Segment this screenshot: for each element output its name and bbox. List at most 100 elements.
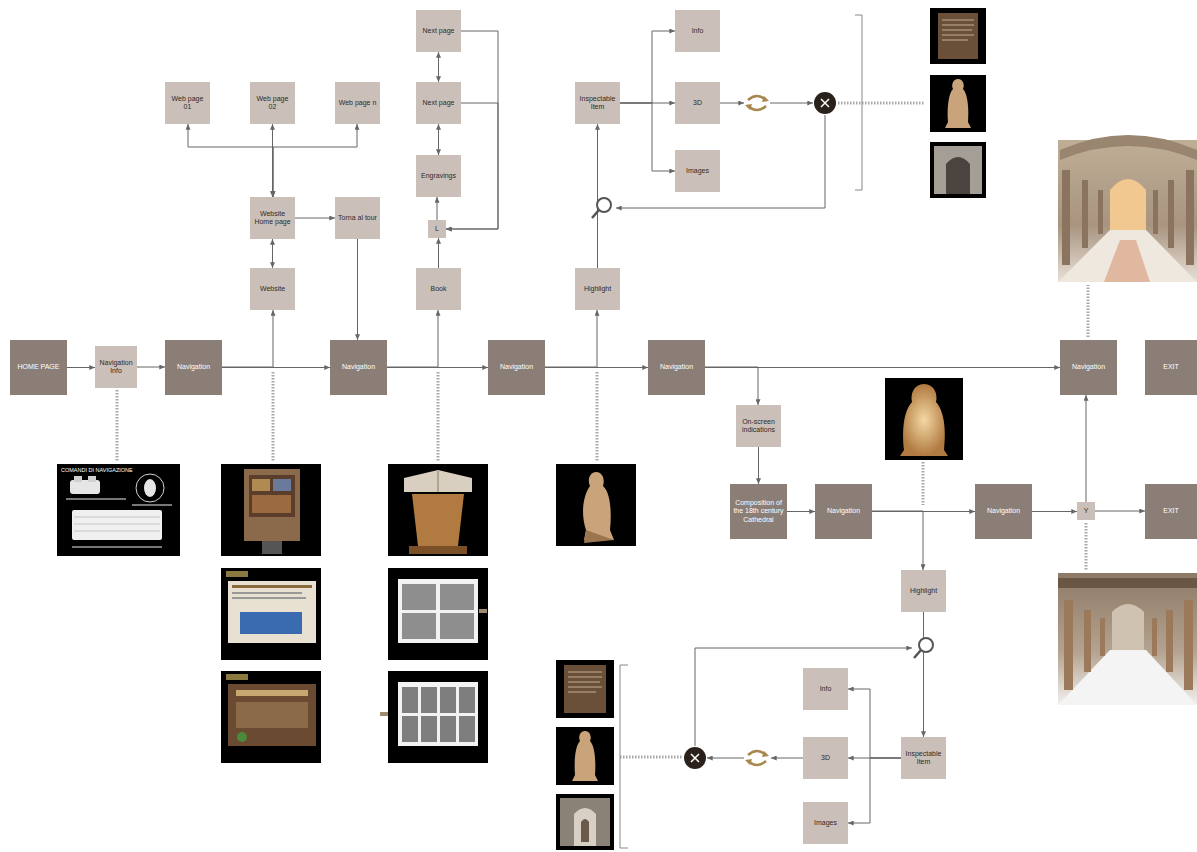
step-box: Images: [675, 150, 720, 192]
box-label: Info: [820, 685, 832, 693]
flow-arrow: [273, 124, 357, 197]
box-label: Website Home page: [253, 210, 292, 226]
text-wrap: Engravings: [421, 172, 456, 180]
step-box: Next page: [416, 82, 461, 124]
text-wrap: Web page n: [339, 99, 377, 107]
step-box: Navigation Info: [95, 346, 137, 388]
text-wrap: L: [435, 225, 439, 233]
flow-arrow: [295, 218, 335, 219]
flow-arrow: [620, 103, 675, 171]
text-wrap: On-screen indications: [739, 418, 778, 434]
step-box: Info: [675, 10, 720, 52]
process-box: Composition of the 18th century Cathedra…: [730, 484, 787, 539]
box-label: EXIT: [1163, 363, 1179, 371]
step-box: Web page 02: [250, 82, 295, 124]
box-label: Images: [686, 167, 709, 175]
box-label: Navigation: [660, 363, 693, 371]
text-wrap: Info: [820, 685, 832, 693]
box-label: L: [435, 225, 439, 233]
text-wrap: 3D: [693, 99, 702, 107]
box-label: Web page 02: [253, 95, 292, 111]
box-label: Navigation: [1072, 363, 1105, 371]
text-wrap: Images: [814, 819, 837, 827]
box-label: Website: [260, 285, 285, 293]
text-wrap: Navigation: [177, 363, 210, 371]
box-label: 3D: [821, 754, 830, 762]
box-label: Next page: [423, 27, 455, 35]
text-wrap: Y: [1084, 507, 1089, 515]
step-box: Next page: [416, 10, 461, 52]
box-label: On-screen indications: [739, 418, 778, 434]
text-wrap: Next page: [423, 27, 455, 35]
text-wrap: Web page 01: [168, 95, 207, 111]
flow-arrow: [387, 367, 488, 368]
flow-arrow: [387, 310, 438, 367]
text-wrap: Images: [686, 167, 709, 175]
box-label: Info: [692, 27, 704, 35]
step-box: Web page 01: [165, 82, 210, 124]
text-wrap: Info: [692, 27, 704, 35]
step-box: Y: [1077, 502, 1095, 520]
box-label: Highlight: [910, 587, 937, 595]
flow-arrow: [67, 367, 95, 368]
box-label: Highlight: [584, 285, 611, 293]
step-box: Inspectable Item: [575, 82, 620, 124]
box-label: Torna al tour: [338, 214, 377, 222]
box-label: Navigation: [827, 507, 860, 515]
text-wrap: Navigation: [660, 363, 693, 371]
text-wrap: Web page 02: [253, 95, 292, 111]
text-wrap: 3D: [821, 754, 830, 762]
flow-arrow: [787, 511, 815, 512]
process-box: EXIT: [1145, 340, 1197, 395]
flow-arrow: [848, 758, 901, 823]
process-box: EXIT: [1145, 484, 1197, 539]
process-box: Navigation: [165, 340, 222, 395]
flow-arrow: [1086, 395, 1087, 502]
flow-arrow: [872, 511, 923, 570]
text-wrap: Highlight: [910, 587, 937, 595]
flow-arrow: [137, 367, 165, 368]
box-label: Web page n: [339, 99, 377, 107]
flow-arrow: [438, 52, 439, 82]
text-wrap: Book: [431, 285, 447, 293]
process-box: HOME PAGE: [10, 340, 67, 395]
box-label: EXIT: [1163, 507, 1179, 515]
step-box: Images: [803, 802, 848, 844]
process-box: Navigation: [488, 340, 545, 395]
step-box: Inspectable Item: [901, 737, 946, 779]
text-wrap: Website Home page: [253, 210, 292, 226]
text-wrap: Inspectable Item: [578, 95, 617, 111]
flow-arrow: [545, 310, 597, 367]
box-label: Images: [814, 819, 837, 827]
flow-arrow: [446, 31, 498, 229]
text-wrap: EXIT: [1163, 363, 1179, 371]
box-label: Navigation Info: [98, 359, 134, 375]
box-label: Navigation: [987, 507, 1020, 515]
text-wrap: Highlight: [584, 285, 611, 293]
process-box: Navigation: [648, 340, 705, 395]
flow-arrow: [620, 31, 675, 103]
text-wrap: Website: [260, 285, 285, 293]
flow-arrow: [545, 367, 648, 368]
step-box: Website Home page: [250, 197, 295, 239]
step-box: Info: [803, 668, 848, 710]
flow-arrow: [222, 367, 330, 368]
process-box: Navigation: [975, 484, 1032, 539]
step-box: L: [428, 220, 446, 238]
step-box: Engravings: [416, 155, 461, 197]
process-box: Navigation: [815, 484, 872, 539]
box-label: Engravings: [421, 172, 456, 180]
text-wrap: Navigation: [500, 363, 533, 371]
process-box: Navigation: [330, 340, 387, 395]
box-label: Book: [431, 285, 447, 293]
panel-caption: COMANDI DI NAVIGAZIONE: [61, 467, 133, 473]
box-label: Inspectable Item: [904, 750, 943, 766]
text-wrap: Next page: [423, 99, 455, 107]
process-box: Navigation: [1060, 340, 1117, 395]
step-box: Book: [416, 268, 461, 310]
step-box: Website: [250, 268, 295, 310]
box-label: Composition of the 18th century Cathedra…: [733, 499, 784, 523]
step-box: Web page n: [335, 82, 380, 124]
